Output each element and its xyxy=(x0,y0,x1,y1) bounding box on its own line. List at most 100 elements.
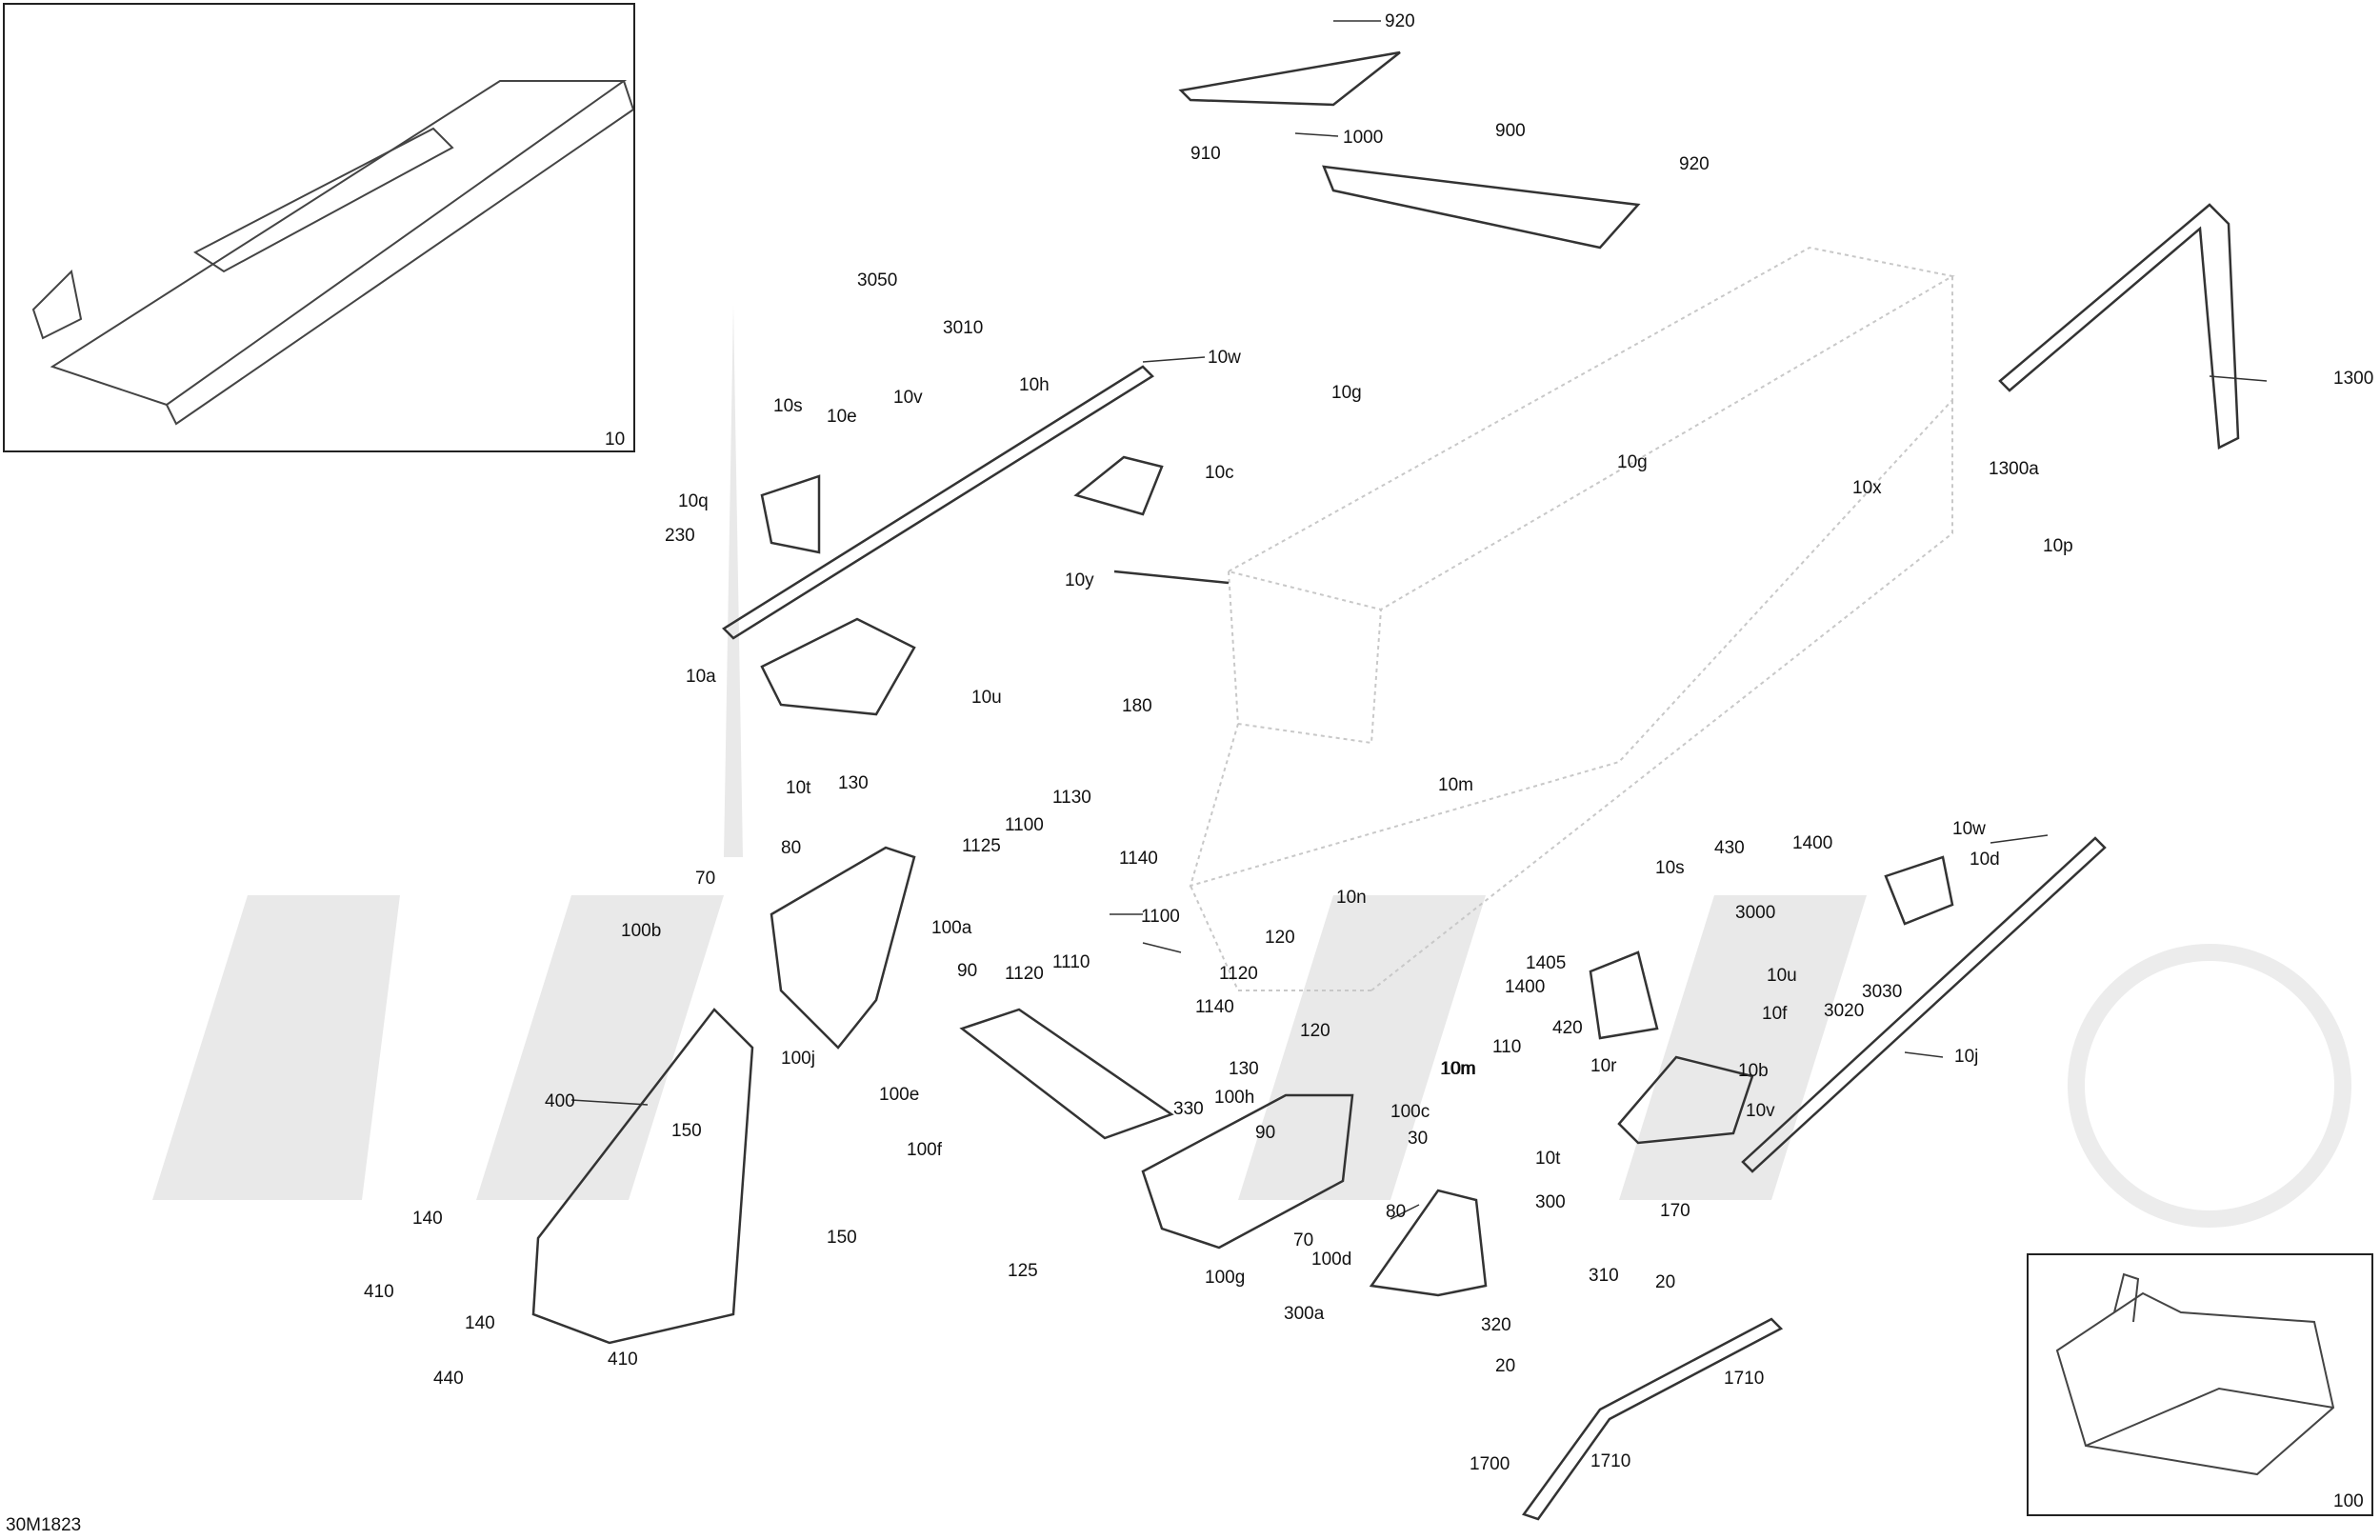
callout-10t: 10t xyxy=(1535,1149,1561,1169)
callout-20: 20 xyxy=(1655,1272,1676,1292)
callout-230: 230 xyxy=(665,526,695,546)
callout-10s: 10s xyxy=(773,396,803,416)
callout-920: 920 xyxy=(1385,11,1415,31)
callout-1405: 1405 xyxy=(1526,953,1567,973)
callout-1100: 1100 xyxy=(1141,907,1180,927)
inset-label-10: 10 xyxy=(605,430,626,450)
callout-1710: 1710 xyxy=(1724,1369,1765,1389)
callout-90: 90 xyxy=(1255,1123,1276,1143)
callout-90: 90 xyxy=(957,961,978,981)
callout-140: 140 xyxy=(465,1313,495,1333)
leader-lines xyxy=(570,20,2268,1220)
callout-1140: 1140 xyxy=(1119,849,1158,869)
callout-310: 310 xyxy=(1589,1266,1619,1286)
callout-30: 30 xyxy=(1408,1129,1429,1149)
callout-10p: 10p xyxy=(2043,536,2073,556)
callout-10v: 10v xyxy=(1746,1101,1775,1121)
callout-3050: 3050 xyxy=(857,270,898,290)
callout-110: 110 xyxy=(1492,1037,1522,1057)
callout-180: 180 xyxy=(1122,696,1152,716)
callout-920: 920 xyxy=(1679,154,1710,174)
callout-1300: 1300 xyxy=(2333,369,2374,389)
tunnel-ghost-outline xyxy=(1189,246,1955,991)
callout-100d: 100d xyxy=(1311,1250,1352,1270)
callout-1400: 1400 xyxy=(1792,833,1833,853)
callout-80: 80 xyxy=(1386,1202,1407,1222)
callout-10y: 10y xyxy=(1065,570,1094,590)
callout-150: 150 xyxy=(671,1121,702,1141)
callout-410: 410 xyxy=(608,1350,638,1370)
callout-1710: 1710 xyxy=(1590,1451,1631,1471)
inset-frame-tunnel: 10 xyxy=(3,3,635,452)
tunnel-illustration xyxy=(31,80,635,426)
callout-3030: 3030 xyxy=(1862,982,1903,1002)
front-frame-illustration xyxy=(2055,1272,2335,1476)
callout-100b: 100b xyxy=(621,921,662,941)
callout-10m: 10m xyxy=(1440,1059,1475,1079)
callout-10n: 10n xyxy=(1336,888,1367,908)
callout-900: 900 xyxy=(1495,121,1526,141)
callout-1120: 1120 xyxy=(1005,964,1044,984)
callout-10e: 10e xyxy=(827,407,857,427)
callout-10g: 10g xyxy=(1617,452,1648,472)
part-sketches xyxy=(531,50,2240,1521)
callout-3010: 3010 xyxy=(943,318,984,338)
callout-80: 80 xyxy=(781,838,802,858)
callout-1300a: 1300a xyxy=(1989,459,2039,479)
callout-1100: 1100 xyxy=(1005,815,1044,835)
callout-100a: 100a xyxy=(931,918,972,938)
callout-10m: 10m xyxy=(1438,775,1473,795)
inset-front-frame: 100 xyxy=(2027,1253,2373,1516)
callout-10g: 10g xyxy=(1331,383,1362,403)
callout-330: 330 xyxy=(1173,1099,1204,1119)
callout-1700: 1700 xyxy=(1470,1454,1510,1474)
callout-130: 130 xyxy=(838,773,869,793)
callout-10d: 10d xyxy=(1970,850,2000,870)
watermark-logo xyxy=(152,305,2351,1228)
callout-100h: 100h xyxy=(1214,1088,1255,1108)
callout-150: 150 xyxy=(827,1228,857,1248)
callout-140: 140 xyxy=(412,1209,443,1229)
callout-10f: 10f xyxy=(1762,1004,1788,1024)
callout-1130: 1130 xyxy=(1052,788,1091,808)
callout-410: 410 xyxy=(364,1282,394,1302)
callout-10b: 10b xyxy=(1738,1061,1769,1081)
callout-3000: 3000 xyxy=(1735,903,1776,923)
callout-70: 70 xyxy=(695,869,716,889)
callout-1125: 1125 xyxy=(962,836,1001,856)
callout-100f: 100f xyxy=(907,1140,942,1160)
callout-10m: 10m xyxy=(1441,1059,1476,1079)
callout-3020: 3020 xyxy=(1824,1001,1865,1021)
callout-910: 910 xyxy=(1190,144,1221,164)
callout-10x: 10x xyxy=(1852,478,1882,498)
callout-1000: 1000 xyxy=(1343,128,1384,148)
inset-label-100: 100 xyxy=(2333,1491,2364,1511)
callout-10r: 10r xyxy=(1590,1056,1617,1076)
callout-100c: 100c xyxy=(1390,1102,1430,1122)
callout-100g: 100g xyxy=(1205,1268,1246,1288)
callout-10h: 10h xyxy=(1019,375,1050,395)
callout-440: 440 xyxy=(433,1369,464,1389)
callout-10v: 10v xyxy=(893,388,923,408)
callout-130: 130 xyxy=(1229,1059,1259,1079)
callout-420: 420 xyxy=(1552,1018,1583,1038)
callout-10a: 10a xyxy=(686,667,716,687)
diagram-reference-code: 30M1823 xyxy=(6,1515,82,1535)
callout-120: 120 xyxy=(1300,1021,1330,1041)
callout-320: 320 xyxy=(1481,1315,1511,1335)
callout-100j: 100j xyxy=(781,1049,815,1069)
callout-125: 125 xyxy=(1008,1261,1038,1281)
callout-70: 70 xyxy=(1293,1230,1314,1250)
callout-10c: 10c xyxy=(1205,463,1234,483)
callout-1400: 1400 xyxy=(1505,977,1546,997)
callout-300a: 300a xyxy=(1284,1304,1325,1324)
callout-10t: 10t xyxy=(786,778,811,798)
callout-10w: 10w xyxy=(1208,348,1241,368)
callout-300: 300 xyxy=(1535,1192,1566,1212)
callout-170: 170 xyxy=(1660,1201,1690,1221)
callout-400: 400 xyxy=(545,1091,575,1111)
callout-10q: 10q xyxy=(678,491,709,511)
callout-100e: 100e xyxy=(879,1085,920,1105)
callout-120: 120 xyxy=(1265,928,1295,948)
